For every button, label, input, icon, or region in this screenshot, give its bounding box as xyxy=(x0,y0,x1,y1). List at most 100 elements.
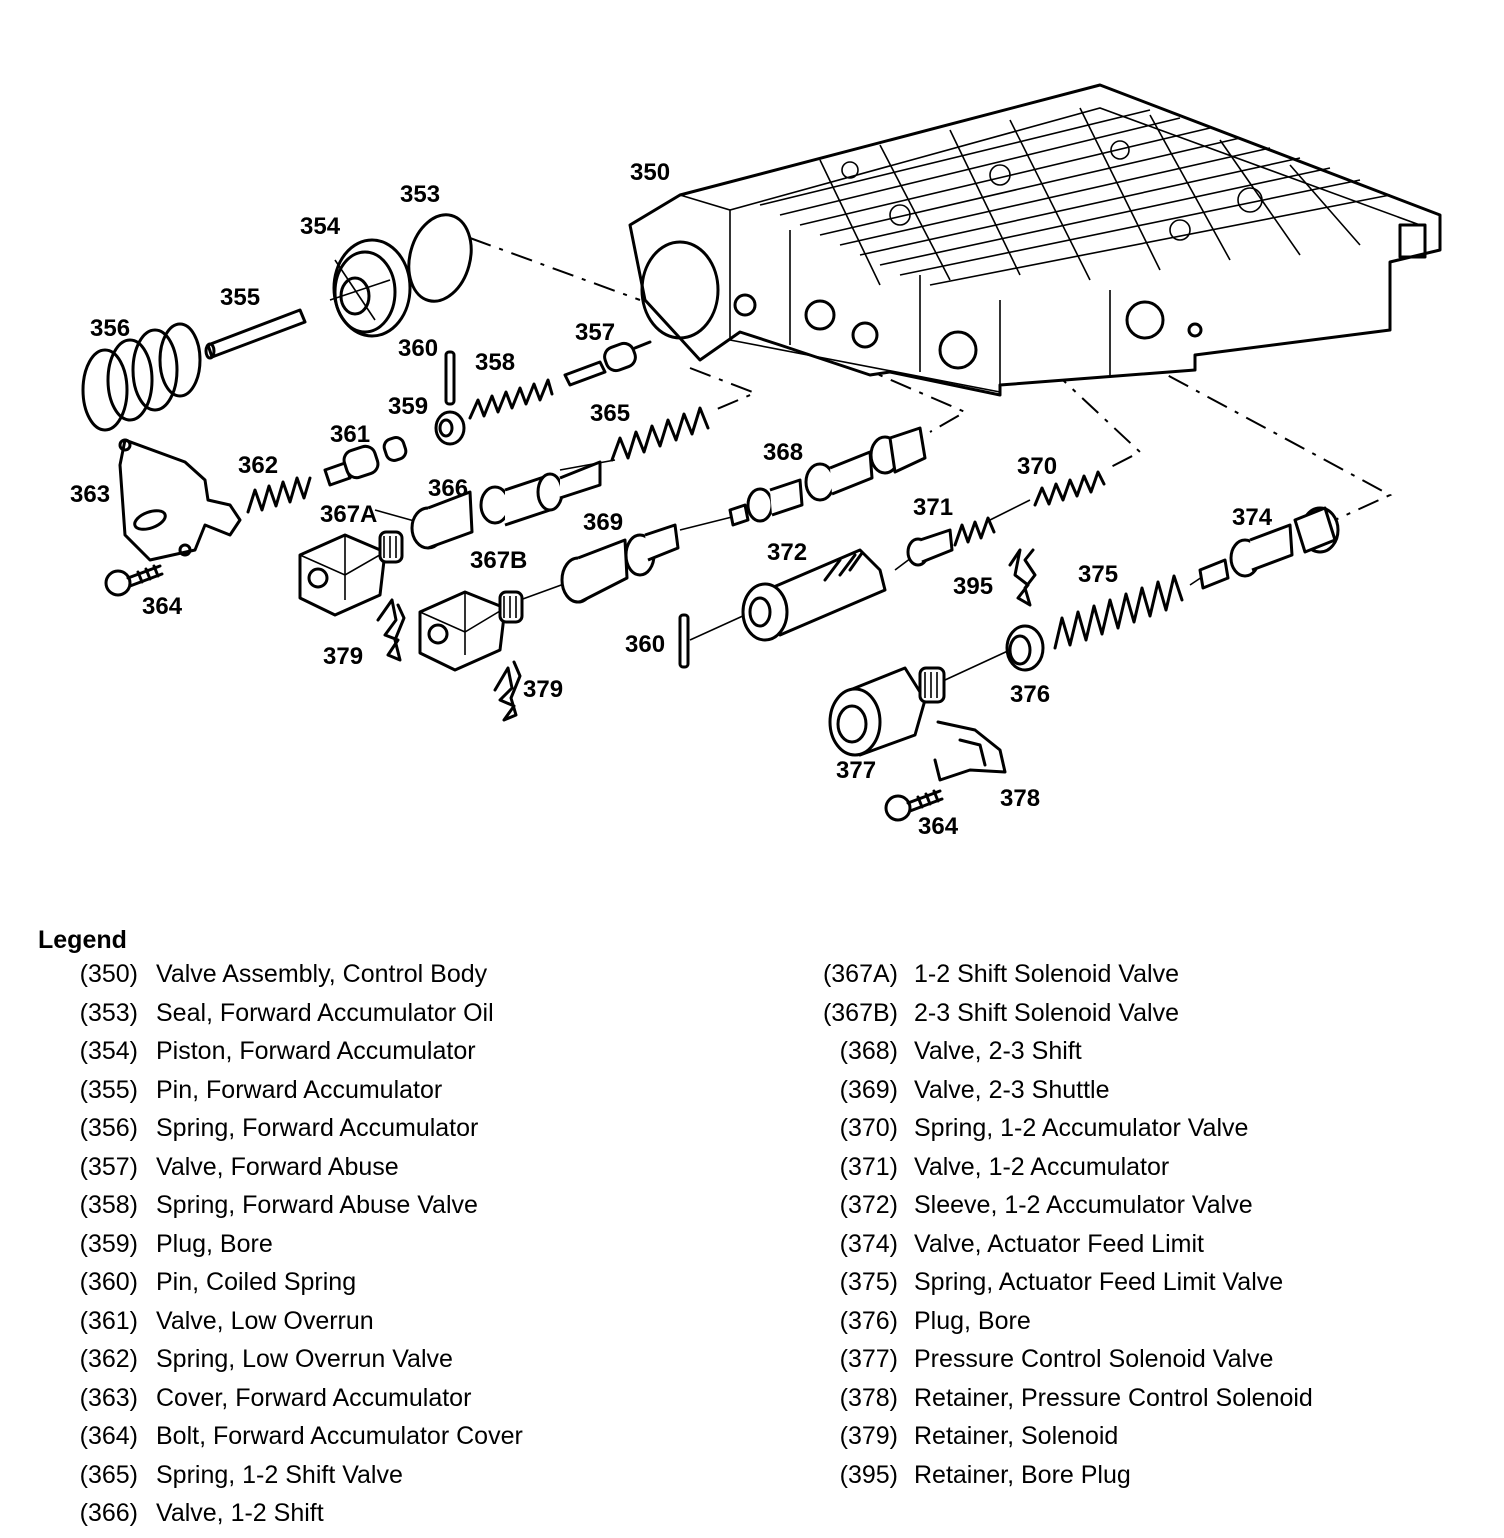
legend-item: (354) Piston, Forward Accumulator xyxy=(38,1032,738,1071)
legend-item: (371)Valve, 1-2 Accumulator xyxy=(790,1148,1490,1187)
legend-item-description: Retainer, Solenoid xyxy=(914,1422,1119,1450)
legend-item-number: (354) xyxy=(79,1037,138,1065)
callout-374: 374 xyxy=(1232,504,1273,531)
callout-370: 370 xyxy=(1017,453,1057,480)
legend-item: (362)Spring, Low Overrun Valve xyxy=(38,1340,738,1379)
legend-item-description: Valve Assembly, Control Body xyxy=(156,960,488,988)
legend-item-description: Retainer, Pressure Control Solenoid xyxy=(914,1383,1313,1412)
forward-abuse-valve-spring-358 xyxy=(468,378,554,420)
callout-369: 369 xyxy=(583,509,623,536)
legend-item-description: Piston, Forward Accumulator xyxy=(156,1037,476,1065)
1-2-accumulator-valve-spring-370 xyxy=(1033,470,1106,507)
callout-377: 377 xyxy=(836,757,876,784)
legend-item: (358) Spring, Forward Abuse Valve xyxy=(38,1186,738,1225)
legend-item-number: (367B) xyxy=(822,998,898,1027)
legend-item: (375)Spring, Actuator Feed Limit Valve xyxy=(790,1263,1490,1302)
legend-item-number: (376) xyxy=(839,1306,898,1335)
legend-item-number: (355) xyxy=(79,1075,138,1104)
legend-item: (365) Spring, 1-2 Shift Valve xyxy=(38,1456,738,1495)
callout-357: 357 xyxy=(575,319,615,346)
legend-item: (357)Valve, Forward Abuse xyxy=(38,1148,738,1187)
callout-379-right: 379 xyxy=(523,676,563,703)
callout-364-right: 364 xyxy=(918,813,959,840)
legend-item: (356) Spring, Forward Accumulator xyxy=(38,1109,738,1148)
legend-item-number: (359) xyxy=(79,1229,138,1258)
callout-350: 350 xyxy=(630,159,670,186)
callout-368: 368 xyxy=(763,439,803,466)
legend-item-description: 2-3 Shift Solenoid Valve xyxy=(914,998,1179,1027)
callout-355: 355 xyxy=(220,284,260,311)
legend-item-number: (360) xyxy=(79,1268,138,1296)
legend-item: (367A)1-2 Shift Solenoid Valve xyxy=(790,955,1490,994)
legend-item-description: 1-2 Shift Solenoid Valve xyxy=(914,960,1179,988)
coiled-spring-pin-360-lower xyxy=(678,613,690,669)
exploded-parts-diagram: 350 353 354 355 356 357 358 359 360 360 … xyxy=(70,83,1442,840)
legend-item-number: (368) xyxy=(839,1037,898,1065)
1-2-accumulator-valve-371 xyxy=(906,516,996,567)
legend-item-description: Valve, Low Overrun xyxy=(156,1306,374,1335)
legend-item-description: Valve, 2-3 Shuttle xyxy=(914,1075,1110,1104)
legend-item-description: Valve, 2-3 Shift xyxy=(914,1037,1082,1065)
legend-item-number: (350) xyxy=(79,960,138,988)
legend-item: (370) Spring, 1-2 Accumulator Valve xyxy=(790,1109,1490,1148)
legend-item: (368) Valve, 2-3 Shift xyxy=(790,1032,1490,1071)
actuator-feed-limit-valve-374 xyxy=(1198,506,1340,590)
control-valve-body-350 xyxy=(628,83,1442,397)
legend-item: (378) Retainer, Pressure Control Solenoid xyxy=(790,1379,1490,1418)
legend-item-description: Pin, Forward Accumulator xyxy=(156,1075,443,1104)
callout-376: 376 xyxy=(1010,681,1050,708)
actuator-feed-limit-valve-spring-375 xyxy=(1053,574,1184,650)
callout-362: 362 xyxy=(238,452,278,479)
legend-left-column: (350) Valve Assembly, Control Body (353)Se… xyxy=(38,955,738,1533)
callout-364-left: 364 xyxy=(142,593,183,620)
legend-item-description: Valve, 1-2 Accumulator xyxy=(914,1152,1170,1181)
callout-365: 365 xyxy=(590,400,630,427)
pressure-control-solenoid-retainer-378 xyxy=(933,720,1007,782)
legend-item: (359)Plug, Bore xyxy=(38,1225,738,1264)
legend-item-number: (365) xyxy=(79,1460,138,1489)
solenoid-retainer-379-right xyxy=(493,660,522,722)
legend-item: (350) Valve Assembly, Control Body xyxy=(38,955,738,994)
legend-item-description: Valve, Actuator Feed Limit xyxy=(914,1229,1204,1258)
coiled-spring-pin-360-upper xyxy=(444,350,456,406)
forward-accumulator-piston-354 xyxy=(329,238,412,338)
legend-item-number: (361) xyxy=(79,1306,138,1335)
legend-item-number: (364) xyxy=(79,1422,138,1450)
legend-item-description: Cover, Forward Accumulator xyxy=(156,1383,472,1412)
callout-354: 354 xyxy=(300,213,341,240)
legend-item-description: Valve, Forward Abuse xyxy=(156,1152,399,1181)
callout-367a: 367A xyxy=(320,501,377,528)
callout-360-upper: 360 xyxy=(398,335,438,362)
legend-item-description: Spring, 1-2 Accumulator Valve xyxy=(914,1114,1249,1142)
legend-item-number: (378) xyxy=(839,1383,898,1412)
legend-item-number: (353) xyxy=(79,998,138,1027)
legend-item: (353)Seal, Forward Accumulator Oil xyxy=(38,994,738,1033)
legend-item-description: Spring, Actuator Feed Limit Valve xyxy=(914,1268,1284,1296)
legend-item-number: (377) xyxy=(839,1345,898,1373)
legend-item-number: (379) xyxy=(839,1422,898,1450)
legend-item-description: Plug, Bore xyxy=(914,1306,1031,1335)
legend-item: (369)Valve, 2-3 Shuttle xyxy=(790,1071,1490,1110)
1-2-accumulator-valve-sleeve-372 xyxy=(741,548,887,642)
callout-353: 353 xyxy=(400,181,440,208)
legend-item: (372)Sleeve, 1-2 Accumulator Valve xyxy=(790,1186,1490,1225)
callout-363: 363 xyxy=(70,481,110,508)
callout-375: 375 xyxy=(1078,561,1118,588)
legend-item-description: Spring, Forward Abuse Valve xyxy=(156,1191,478,1219)
legend-item-description: Spring, Forward Accumulator xyxy=(156,1114,479,1142)
callout-358: 358 xyxy=(475,349,515,376)
2-3-shift-valve-368 xyxy=(728,426,927,527)
forward-accumulator-cover-bolt-364-left xyxy=(104,564,164,597)
legend-item-number: (358) xyxy=(79,1191,138,1219)
legend-item: (361) Valve, Low Overrun xyxy=(38,1302,738,1341)
legend-item-number: (370) xyxy=(839,1114,898,1142)
legend-item-number: (356) xyxy=(79,1114,138,1142)
pressure-control-solenoid-valve-377 xyxy=(828,666,946,757)
legend-item: (374) Valve, Actuator Feed Limit xyxy=(790,1225,1490,1264)
legend-item-number: (374) xyxy=(839,1229,898,1258)
forward-accumulator-oil-seal-353 xyxy=(407,213,473,303)
legend-item: (355) Pin, Forward Accumulator xyxy=(38,1071,738,1110)
legend-item-description: Spring, 1-2 Shift Valve xyxy=(156,1460,403,1489)
bore-plug-359 xyxy=(434,410,466,446)
legend-item-number: (362) xyxy=(79,1345,138,1373)
